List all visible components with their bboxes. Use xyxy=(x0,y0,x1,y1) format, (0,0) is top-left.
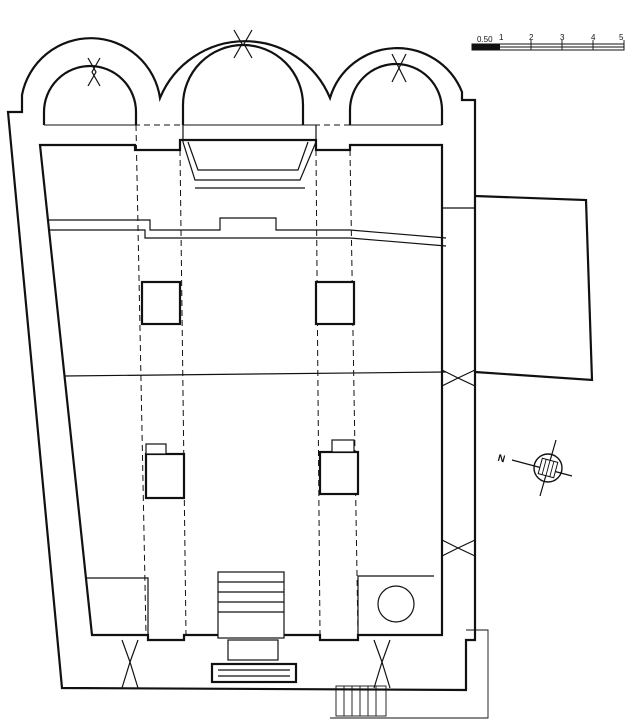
nave-lines xyxy=(48,217,447,377)
north-arrow: N xyxy=(496,439,573,497)
apse-left xyxy=(42,64,138,126)
scale-tick-3: 3 xyxy=(560,33,565,42)
scale-bar: 0.50 1 2 3 4 5 xyxy=(471,33,625,51)
outer-walls xyxy=(6,37,477,692)
north-label: N xyxy=(496,453,506,465)
scale-tick-050: 0.50 xyxy=(477,35,493,44)
scale-tick-2: 2 xyxy=(529,33,534,42)
scale-tick-4: 4 xyxy=(591,33,596,42)
entrance-stairs xyxy=(210,571,298,684)
corner-rooms xyxy=(86,575,434,635)
vault-projections xyxy=(44,124,442,636)
apse-center xyxy=(181,43,317,189)
window-openings xyxy=(87,29,476,689)
scale-tick-5: 5 xyxy=(619,33,624,42)
porch xyxy=(330,629,489,719)
scale-tick-1: 1 xyxy=(499,33,504,42)
annex xyxy=(442,194,594,382)
piers xyxy=(140,280,360,500)
